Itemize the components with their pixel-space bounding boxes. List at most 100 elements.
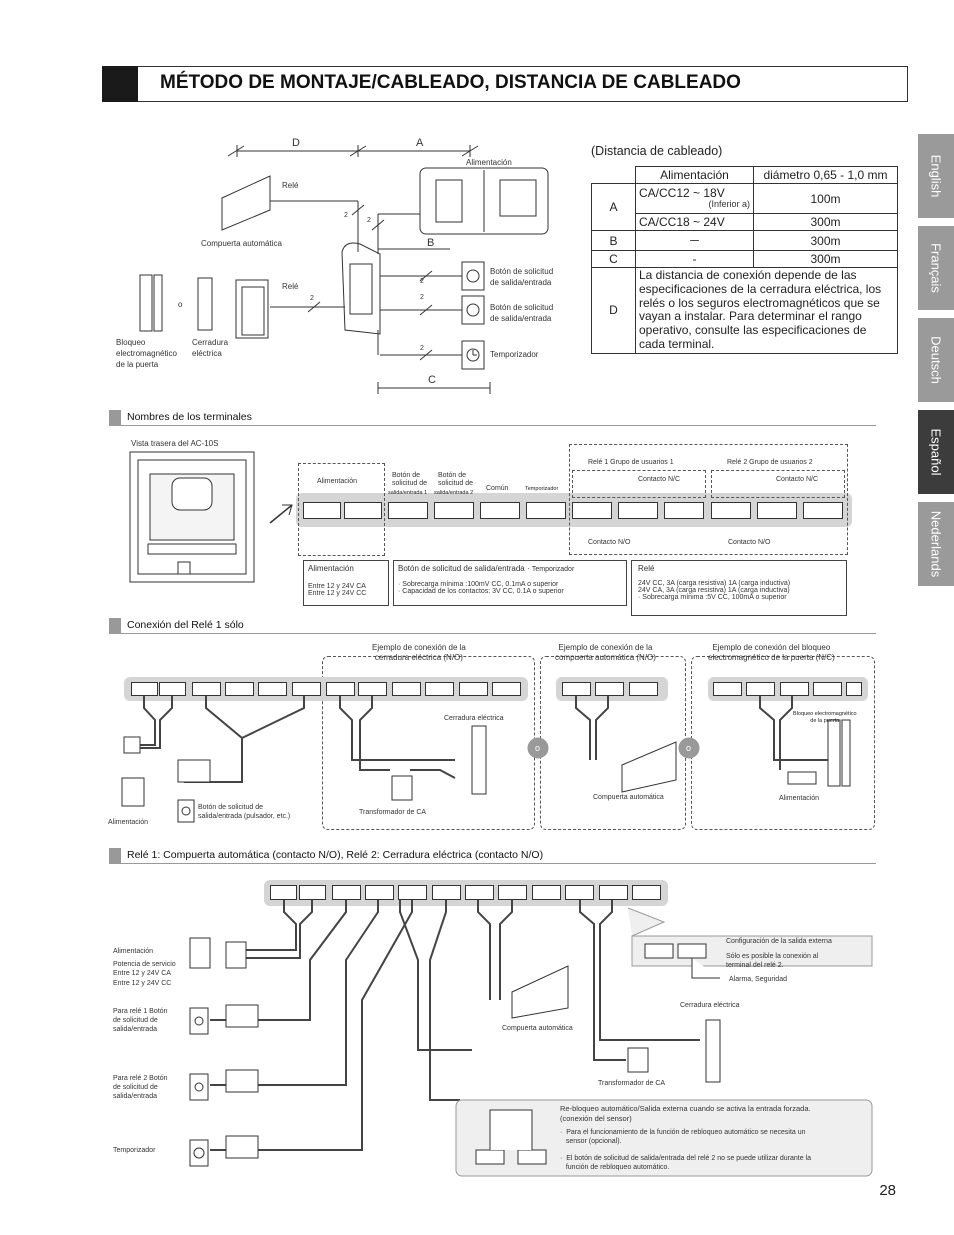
terminal <box>713 682 742 696</box>
group-power: Alimentación <box>317 478 358 485</box>
terminal <box>270 885 297 900</box>
terminal <box>332 885 361 900</box>
relock-title: Re-bloqueo automático/Salida externa cua… <box>560 1104 811 1123</box>
row-a1-supply: CA/CC12 ~ 18V <box>639 185 725 200</box>
terminal <box>465 885 494 900</box>
gate-label: Compuerta automática <box>593 794 664 801</box>
button-label-2: Botón de solicitud de salida/entrada <box>490 303 554 323</box>
transformer-label: Transformador de CA <box>359 809 427 816</box>
wire-count: 2 <box>367 217 371 224</box>
button-label-1: Botón de solicitud de salida/entrada <box>490 267 554 287</box>
terminal <box>780 682 809 696</box>
terminal <box>398 885 427 900</box>
example-gate: Ejemplo de conexión de la compuerta auto… <box>555 643 656 663</box>
group-common: Común <box>486 485 509 492</box>
power-label-left: Alimentación <box>108 819 149 826</box>
relock-note-1: · Para el funcionamiento de la función d… <box>560 1129 806 1146</box>
info-power-box: Alimentación Entre 12 y 24V CA Entre 12 … <box>303 560 389 606</box>
group-relay1: Relé 1 Grupo de usuarios 1 <box>588 459 674 466</box>
group-button1: Botón de solicitud de <box>392 472 428 488</box>
distance-table: Alimentación diámetro 0,65 - 1,0 mm A CA… <box>591 166 898 354</box>
terminal <box>562 682 591 696</box>
power-spec-1: Potencia de servicio <box>113 961 176 968</box>
row-a2-distance: 300m <box>753 213 898 231</box>
info-button-box: Botón de solicitud de salida/entrada · T… <box>393 560 627 606</box>
relay-label-1: Relé <box>282 181 299 190</box>
or-label: o <box>535 743 541 753</box>
tab-espanol[interactable]: Español <box>918 410 954 494</box>
terminal <box>358 682 387 696</box>
terminal <box>258 682 287 696</box>
terminal <box>632 885 661 900</box>
row-a2-supply: CA/CC18 ~ 24V <box>635 213 754 231</box>
row-d-label: D <box>591 267 636 354</box>
terminal <box>299 885 326 900</box>
power-spec-2: Entre 12 y 24V CA <box>113 970 171 977</box>
terminal <box>292 682 321 696</box>
section-relay12-heading: Relé 1: Compuerta automática (contacto N… <box>109 848 876 864</box>
terminal <box>344 502 382 519</box>
config-title: Configuración de la salida externa <box>726 938 832 945</box>
terminal <box>595 682 624 696</box>
dim-a-label: A <box>416 137 424 149</box>
group-button2-sub: salida/entrada 2 <box>434 490 474 496</box>
tab-english[interactable]: English <box>918 134 954 218</box>
timer-label: Temporizador <box>490 350 539 359</box>
wire-count: 2 <box>420 294 424 301</box>
wire-count: 2 <box>420 345 424 352</box>
terminal <box>434 502 474 519</box>
terminal <box>303 502 341 519</box>
row-c-label: C <box>591 250 636 268</box>
row-d-text: La distancia de conexión depende de las … <box>635 267 898 354</box>
distance-caption: (Distancia de cableado) <box>591 144 723 158</box>
wire-count: 2 <box>344 212 348 219</box>
wire-count: 2 <box>310 295 314 302</box>
config-note: Sólo es posible la conexión al terminal … <box>726 953 819 970</box>
terminal <box>565 885 594 900</box>
terminal <box>629 682 658 696</box>
relay1-nc: Contacto N/C <box>638 476 681 483</box>
transformer-label: Transformador de CA <box>598 1080 666 1087</box>
tab-nederlands[interactable]: Nederlands <box>918 502 954 586</box>
row-a1-distance: 100m <box>753 183 898 214</box>
terminal <box>432 885 461 900</box>
strike-label: Cerradura eléctrica <box>680 1002 740 1009</box>
power-title: Alimentación <box>113 948 154 955</box>
terminal <box>532 885 561 900</box>
terminal <box>618 502 658 519</box>
terminal <box>388 502 428 519</box>
terminal <box>425 682 454 696</box>
row-b-distance: 300m <box>753 230 898 251</box>
maglock-label: Bloqueo electromagnético de la puerta <box>793 711 857 724</box>
example-strike: Ejemplo de conexión de la cerradura eléc… <box>372 643 466 663</box>
info-relay-box: Relé 24V CC, 3A (carga resistiva) 1A (ca… <box>631 560 847 616</box>
terminal <box>365 885 394 900</box>
terminal <box>757 502 797 519</box>
tab-deutsch[interactable]: Deutsch <box>918 318 954 402</box>
config-alarm: Alarma, Seguridad <box>729 976 787 983</box>
group-button2: Botón de solicitud de <box>438 472 474 488</box>
terminal <box>225 682 254 696</box>
dim-c-label: C <box>428 374 436 386</box>
terminal <box>572 502 612 519</box>
terminal <box>803 502 843 519</box>
strike-label: Cerradura eléctrica <box>444 715 504 722</box>
power-label-right: Alimentación <box>779 795 820 802</box>
terminal <box>498 885 527 900</box>
relay2-button-label: Para relé 2 Botón de solicitud de salida… <box>113 1075 168 1101</box>
relay1-button-label: Para relé 1 Botón de solicitud de salida… <box>113 1008 168 1034</box>
strike-label: Cerradura eléctrica <box>192 338 229 358</box>
terminal <box>192 682 221 696</box>
example-maglock: Ejemplo de conexión del bloqueo electrom… <box>708 643 835 663</box>
tab-francais[interactable]: Français <box>918 226 954 310</box>
power-spec-3: Entre 12 y 24V CC <box>113 980 172 987</box>
gate-label: Compuerta automática <box>502 1025 573 1032</box>
terminal <box>846 682 862 696</box>
row-c-distance: 300m <box>753 250 898 268</box>
terminal <box>664 502 704 519</box>
terminal <box>392 682 421 696</box>
relay2-nc: Contacto N/C <box>776 476 819 483</box>
